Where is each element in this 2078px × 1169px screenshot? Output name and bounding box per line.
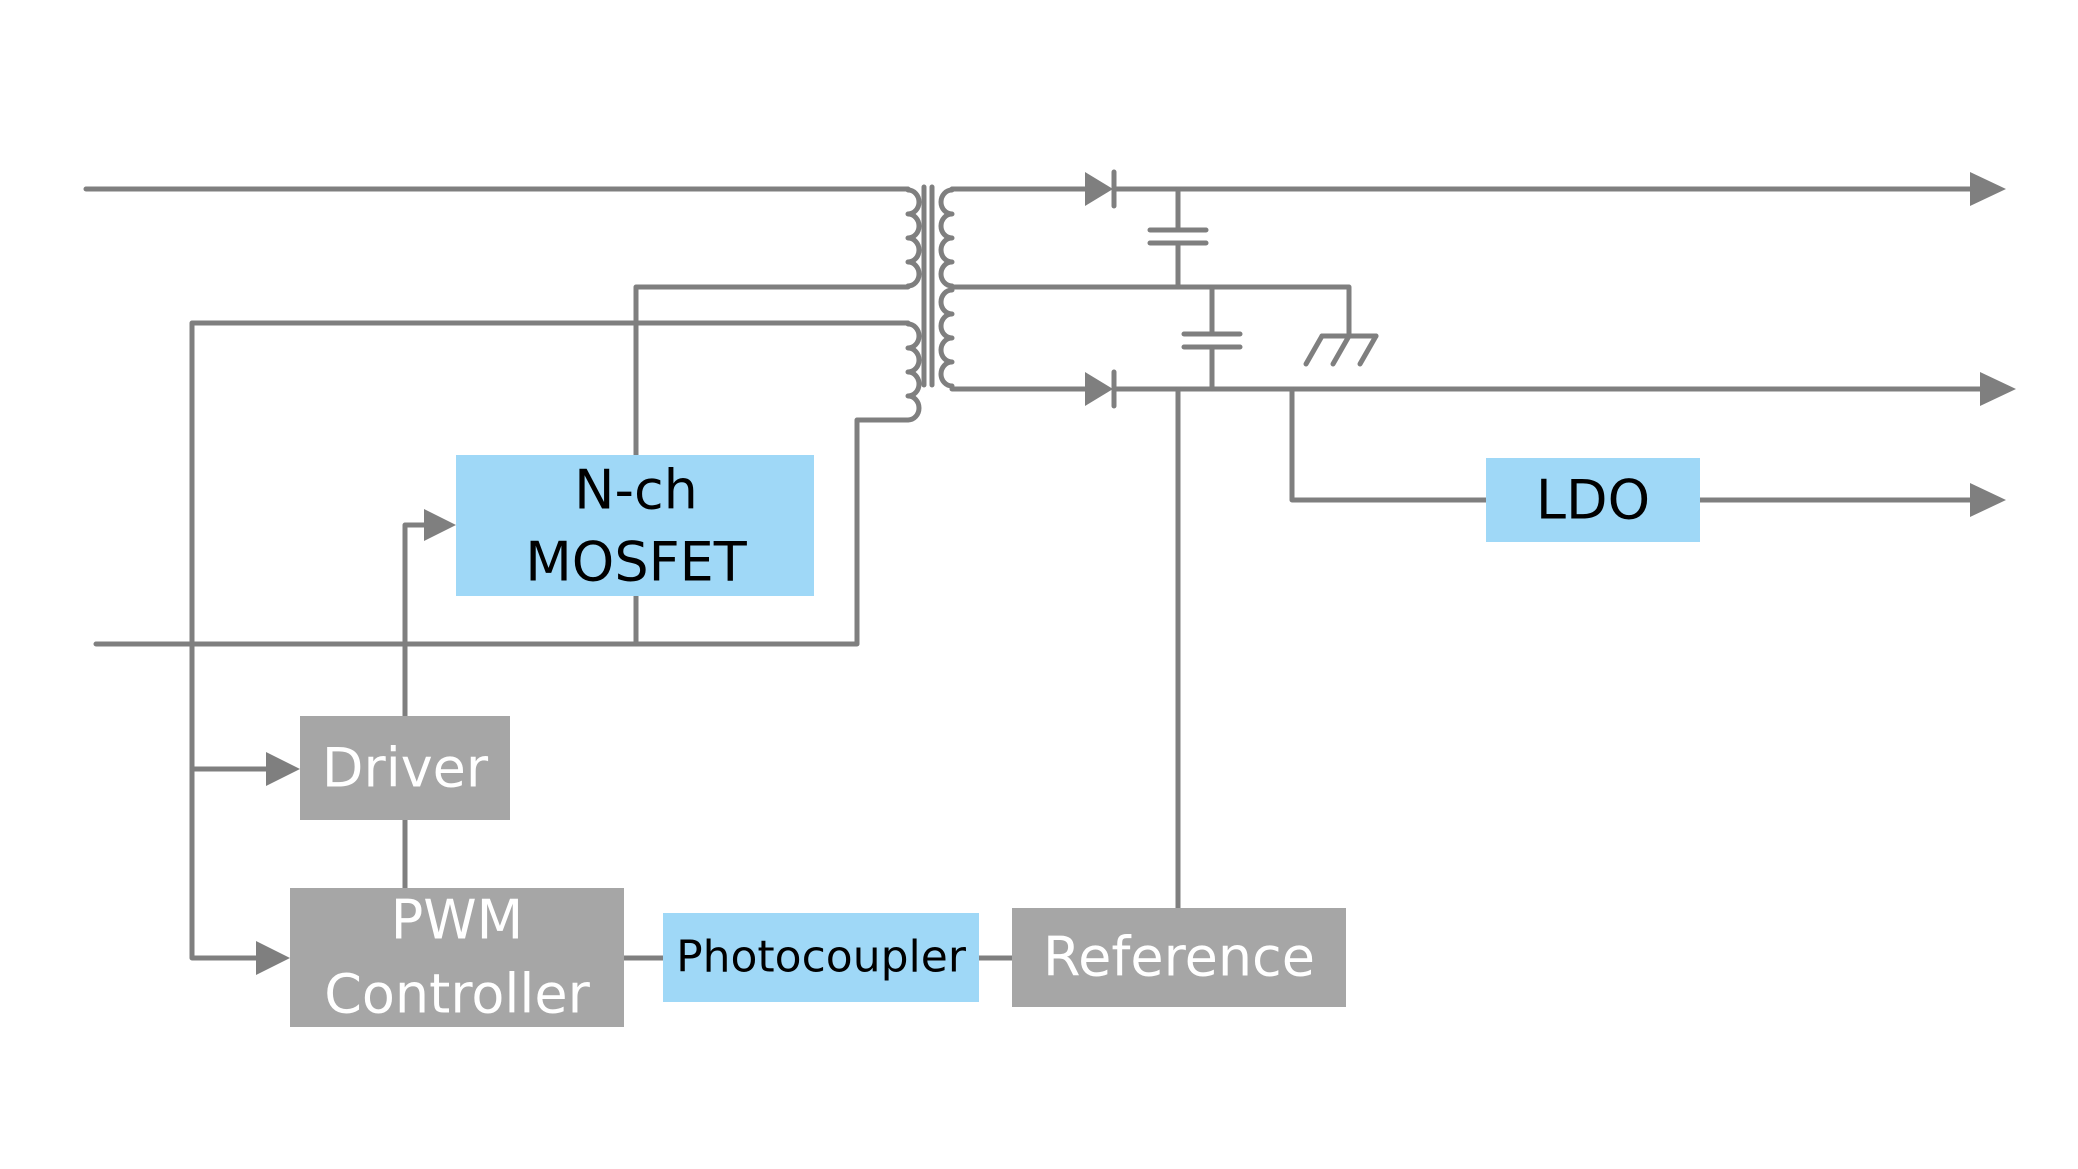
secondary-winding-bottom xyxy=(938,287,955,389)
driver-input-arrow-icon xyxy=(266,752,300,786)
reference-label: Reference xyxy=(1043,926,1315,989)
photocoupler-block: Photocoupler xyxy=(663,913,979,1002)
pwm-input-arrow-icon xyxy=(256,941,290,975)
primary-wiring xyxy=(83,186,1015,961)
ldo-input-wire xyxy=(1289,386,1489,503)
transformer xyxy=(905,184,955,423)
primary-winding-top xyxy=(905,187,922,289)
ldo-block: LDO xyxy=(1486,458,1700,542)
diode-bottom-icon xyxy=(1085,369,1117,409)
secondary-wiring xyxy=(949,186,1988,911)
mosfet-block: N-ch MOSFET xyxy=(456,455,814,596)
input-line-bottom xyxy=(93,417,911,647)
output-bottom-arrow-icon xyxy=(1980,372,2016,406)
reference-block: Reference xyxy=(1012,908,1346,1007)
primary-winding-bottom xyxy=(905,321,922,423)
pwm-label-line2: Controller xyxy=(324,963,590,1026)
pwm-controller-block: PWM Controller xyxy=(290,888,624,1027)
driver-to-gate-wire xyxy=(402,522,431,719)
photocoupler-label: Photocoupler xyxy=(676,932,967,983)
pwm-label-line1: PWM xyxy=(391,889,524,952)
driver-block: Driver xyxy=(300,716,510,820)
ldo-output-arrow-icon xyxy=(1970,483,2006,517)
driver-label: Driver xyxy=(322,737,489,800)
output-top-arrow-icon xyxy=(1970,172,2006,206)
mosfet-label-line1: N-ch xyxy=(574,459,698,522)
mosfet-label-line2: MOSFET xyxy=(525,531,748,594)
aux-bias-wire xyxy=(189,320,911,961)
gate-arrow-icon xyxy=(424,509,456,541)
ldo-label: LDO xyxy=(1536,469,1650,532)
ground-icon xyxy=(1303,333,1379,367)
winding-to-mosfet-wire xyxy=(633,284,911,458)
center-tap-wire xyxy=(949,284,1352,337)
diode-top-icon xyxy=(1085,169,1117,209)
secondary-winding-top xyxy=(938,187,955,289)
